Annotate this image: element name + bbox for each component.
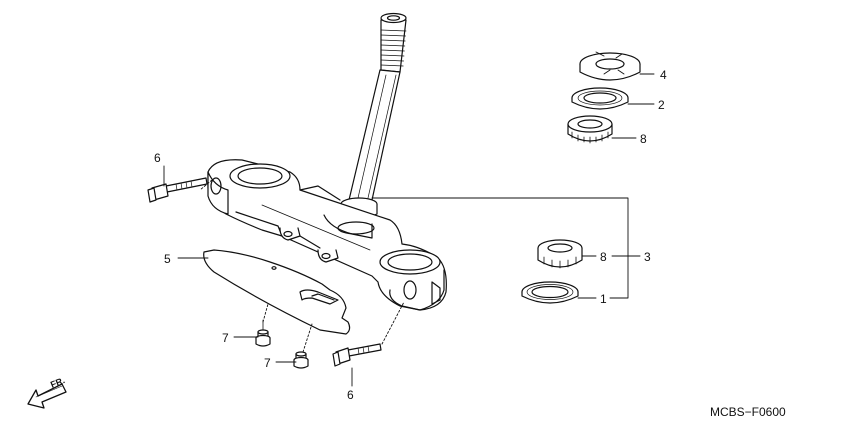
steering-stem [340, 12, 407, 219]
callout-8-lower: 8 [600, 250, 607, 264]
callout-2: 2 [658, 98, 665, 112]
diagram-code: MCBS−F0600 [710, 405, 786, 419]
callout-8-upper: 8 [640, 132, 647, 146]
cover-plate [203, 249, 351, 335]
dust-seal-lower [521, 281, 579, 304]
bearing-lower [537, 239, 583, 269]
callout-6-left: 6 [154, 151, 161, 165]
front-direction-arrow-icon [27, 383, 67, 409]
leader-lines [163, 73, 655, 387]
callout-4: 4 [660, 68, 667, 82]
lock-nut-washer [579, 51, 641, 81]
front-direction-label: FR. [49, 375, 66, 390]
callout-6-right: 6 [347, 388, 354, 402]
bearing-upper [567, 115, 613, 144]
callout-5: 5 [164, 252, 171, 266]
callout-7-upper: 7 [222, 331, 229, 345]
screw-lower [293, 351, 309, 369]
callout-7-lower: 7 [264, 356, 271, 370]
dust-seal-upper [571, 87, 629, 110]
bolt-right [332, 343, 382, 367]
callout-3: 3 [644, 250, 651, 264]
lower-fork-bridge [207, 159, 447, 311]
screw-upper [255, 319, 271, 347]
callout-1: 1 [600, 292, 607, 306]
